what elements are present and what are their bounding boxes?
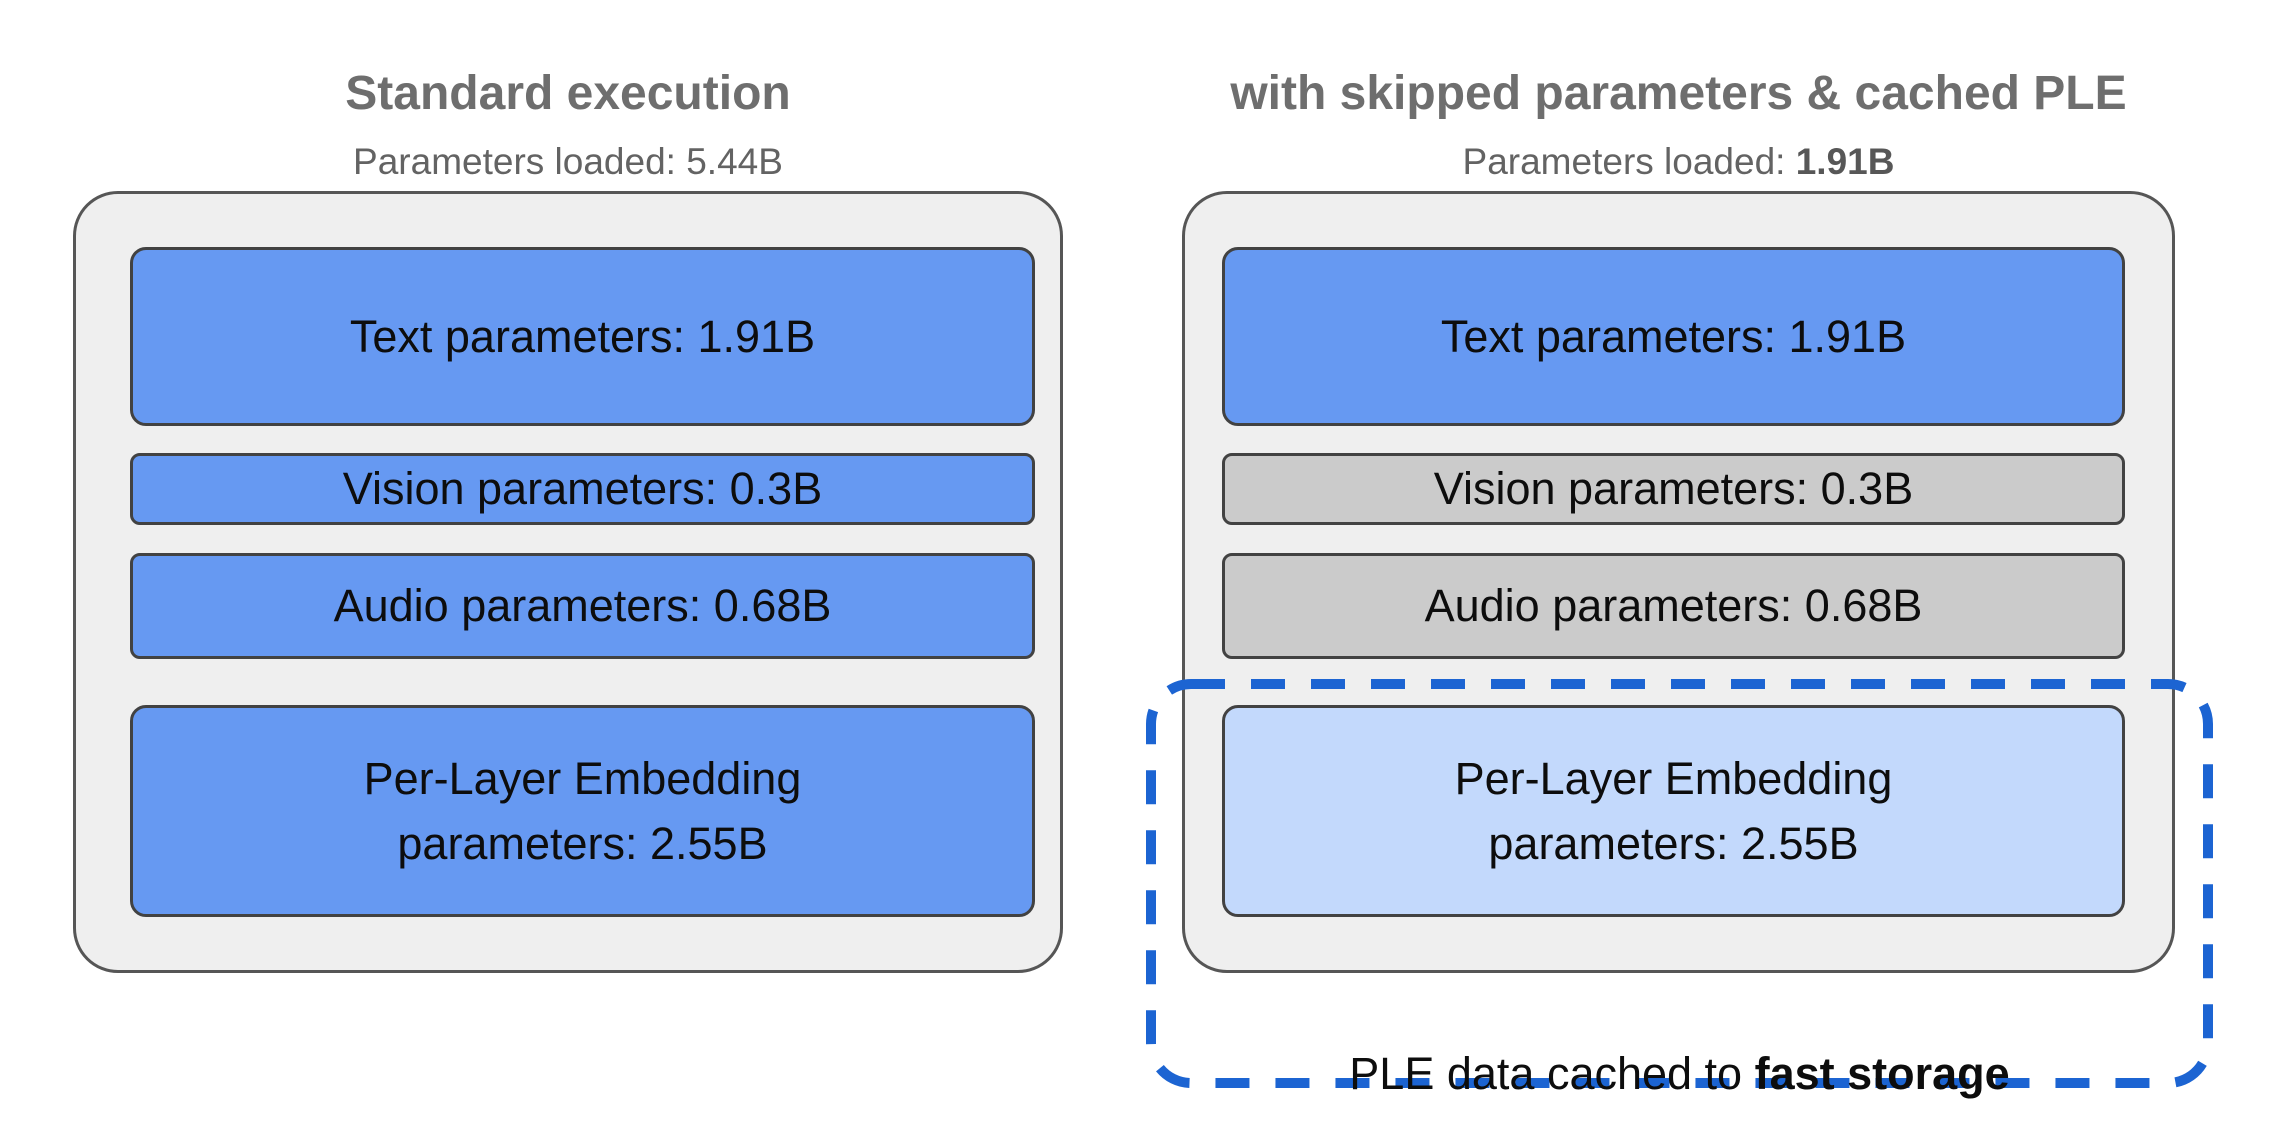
vision-parameters-label: Vision parameters: 0.3B bbox=[342, 463, 823, 515]
skipped-audio-parameters-box: Audio parameters: 0.68B bbox=[1222, 553, 2125, 659]
parameters-loaded-label: Parameters loaded: bbox=[353, 141, 687, 182]
skipped-parameters-loaded: Parameters loaded: 1.91B bbox=[1182, 141, 2175, 183]
audio-parameters-label: Audio parameters: 0.68B bbox=[333, 580, 832, 632]
skipped-cached-panel: with skipped parameters & cached PLE Par… bbox=[1182, 0, 2175, 1134]
ple-caption-fast-storage: fast storage bbox=[1754, 1048, 2010, 1099]
standard-text-parameters-box: Text parameters: 1.91B bbox=[130, 247, 1035, 426]
text-parameters-label: Text parameters: 1.91B bbox=[349, 310, 816, 362]
ple-cache-caption: PLE data cached to fast storage bbox=[1146, 1048, 2213, 1100]
text-parameters-label: Text parameters: 1.91B bbox=[1440, 310, 1907, 362]
audio-parameters-label: Audio parameters: 0.68B bbox=[1424, 580, 1923, 632]
skipped-vision-parameters-box: Vision parameters: 0.3B bbox=[1222, 453, 2125, 525]
parameters-loaded-value: 5.44B bbox=[686, 141, 783, 182]
parameters-loaded-value: 1.91B bbox=[1795, 141, 1895, 182]
skipped-text-parameters-box: Text parameters: 1.91B bbox=[1222, 247, 2125, 426]
standard-execution-title: Standard execution bbox=[345, 66, 791, 120]
standard-parameters-loaded: Parameters loaded: 5.44B bbox=[73, 141, 1063, 183]
ple-parameters-label: Per-Layer Embedding parameters: 2.55B bbox=[363, 752, 802, 869]
standard-audio-parameters-box: Audio parameters: 0.68B bbox=[130, 553, 1035, 659]
ple-parameters-label: Per-Layer Embedding parameters: 2.55B bbox=[1454, 752, 1893, 869]
cached-ple-parameters-box: Per-Layer Embedding parameters: 2.55B bbox=[1222, 705, 2125, 917]
standard-ple-parameters-box: Per-Layer Embedding parameters: 2.55B bbox=[130, 705, 1035, 917]
standard-execution-panel: Standard execution Parameters loaded: 5.… bbox=[73, 0, 1063, 1134]
standard-vision-parameters-box: Vision parameters: 0.3B bbox=[130, 453, 1035, 525]
skipped-cached-title: with skipped parameters & cached PLE bbox=[1230, 66, 2127, 120]
vision-parameters-label: Vision parameters: 0.3B bbox=[1433, 463, 1914, 515]
ple-caption-text: PLE data cached to bbox=[1349, 1048, 1755, 1099]
parameters-loaded-label: Parameters loaded: bbox=[1462, 141, 1796, 182]
